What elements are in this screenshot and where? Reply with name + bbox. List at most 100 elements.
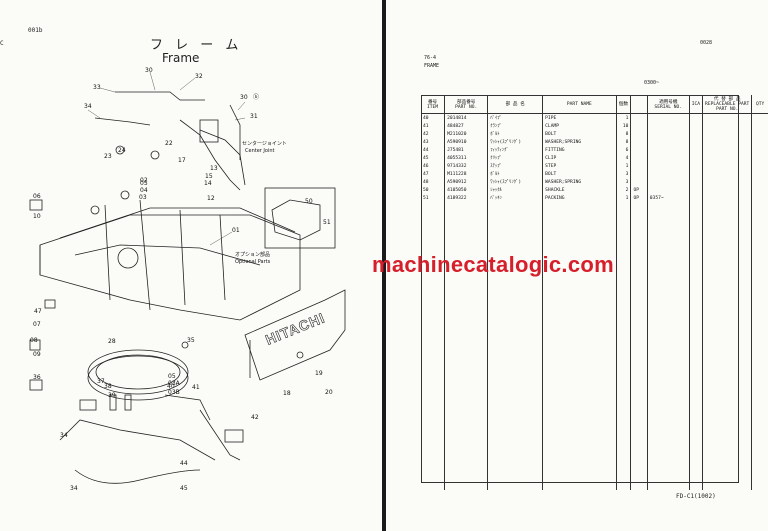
table-row-empty <box>421 226 768 234</box>
diagram-page: 001b C フ レ ー ム Frame <box>0 0 382 531</box>
cell-empty <box>487 434 543 442</box>
cell-empty <box>444 426 488 434</box>
svg-text:13: 13 <box>210 165 218 172</box>
cell-jp: ｼｬｯｸﾙ <box>487 186 543 194</box>
page-ref: 76-4 <box>424 55 437 61</box>
cell-empty <box>751 138 768 146</box>
cell-empty <box>444 218 488 226</box>
cell-empty <box>421 458 445 466</box>
cell-empty <box>646 210 690 218</box>
cell-empty <box>751 242 768 250</box>
footer-code: FD-C1(1002) <box>676 493 716 500</box>
cell-name: FITTING <box>542 146 617 154</box>
svg-text:42: 42 <box>251 414 259 421</box>
cell-empty <box>444 258 488 266</box>
table-row-empty <box>421 362 768 370</box>
cell-empty <box>751 418 768 426</box>
cell-serial <box>646 178 690 186</box>
cell-empty <box>615 242 631 250</box>
cell-name: WASHER;SPRING <box>542 138 617 146</box>
cell-mark: OP <box>630 186 648 194</box>
cell-empty <box>751 314 768 322</box>
svg-text:07: 07 <box>33 321 41 328</box>
cell-empty <box>444 306 488 314</box>
cell-part: 9714332 <box>444 162 488 170</box>
svg-text:01: 01 <box>232 227 240 234</box>
cell-empty <box>751 298 768 306</box>
cell-empty <box>751 466 768 474</box>
cell-empty <box>542 218 617 226</box>
cell-empty <box>487 410 543 418</box>
cell-empty <box>615 218 631 226</box>
cell-empty <box>688 362 703 370</box>
cell-empty <box>751 218 768 226</box>
cell-empty <box>421 386 445 394</box>
cell-empty <box>630 322 648 330</box>
cell-empty <box>444 210 488 218</box>
cell-empty <box>702 394 752 402</box>
cell-item: 45 <box>423 155 429 161</box>
cell-empty <box>646 250 690 258</box>
cell-empty <box>688 386 703 394</box>
cell-empty <box>615 234 631 242</box>
cell-empty <box>542 258 617 266</box>
svg-text:03A: 03A <box>168 380 181 387</box>
cell-empty <box>421 418 445 426</box>
cell-empty <box>615 314 631 322</box>
cell-empty <box>615 402 631 410</box>
svg-text:32: 32 <box>195 73 203 80</box>
cell-empty <box>702 314 752 322</box>
cell-empty <box>702 242 752 250</box>
cell-empty <box>421 402 445 410</box>
cell-empty <box>615 450 631 458</box>
svg-text:51: 51 <box>323 219 331 226</box>
cell-empty <box>421 330 445 338</box>
table-row-empty <box>421 354 768 362</box>
cell-empty <box>542 346 617 354</box>
cell-empty <box>702 290 752 298</box>
cell-empty <box>487 234 543 242</box>
cell-empty <box>487 458 543 466</box>
cell-empty <box>421 234 445 242</box>
cell-empty <box>630 362 648 370</box>
cell-empty <box>702 178 752 186</box>
cell-empty <box>542 202 617 210</box>
cell-empty <box>421 242 445 250</box>
cell-empty <box>421 362 445 370</box>
cell-empty <box>702 322 752 330</box>
cell-empty <box>542 394 617 402</box>
svg-text:34: 34 <box>60 432 68 439</box>
cell-empty <box>542 362 617 370</box>
svg-text:35: 35 <box>187 337 195 344</box>
cell-empty <box>421 450 445 458</box>
cell-empty <box>646 322 690 330</box>
cell-serial <box>646 162 690 170</box>
cell-name: SHACKLE <box>542 186 617 194</box>
cell-empty <box>646 266 690 274</box>
cell-jp: ﾜｯｼｬ(ｽﾌﾟﾘﾝｸﾞ) <box>487 138 543 146</box>
table-row-empty <box>421 234 768 242</box>
svg-text:14: 14 <box>204 180 212 187</box>
cell-empty <box>702 154 752 162</box>
cell-item: 42 <box>423 131 429 137</box>
cell-empty <box>630 242 648 250</box>
table-row-empty <box>421 418 768 426</box>
cell-empty <box>688 370 703 378</box>
cell-empty <box>646 370 690 378</box>
cell-empty <box>646 402 690 410</box>
cell-empty <box>630 234 648 242</box>
cell-empty <box>630 426 648 434</box>
cell-empty <box>702 450 752 458</box>
cell-empty <box>688 154 703 162</box>
svg-text:30: 30 <box>145 67 153 74</box>
cell-empty <box>688 474 703 482</box>
cell-empty <box>646 482 690 490</box>
cell-qty: 1 <box>615 113 631 122</box>
table-row-empty <box>421 282 768 290</box>
svg-text:47: 47 <box>34 308 42 315</box>
cell-empty <box>646 458 690 466</box>
